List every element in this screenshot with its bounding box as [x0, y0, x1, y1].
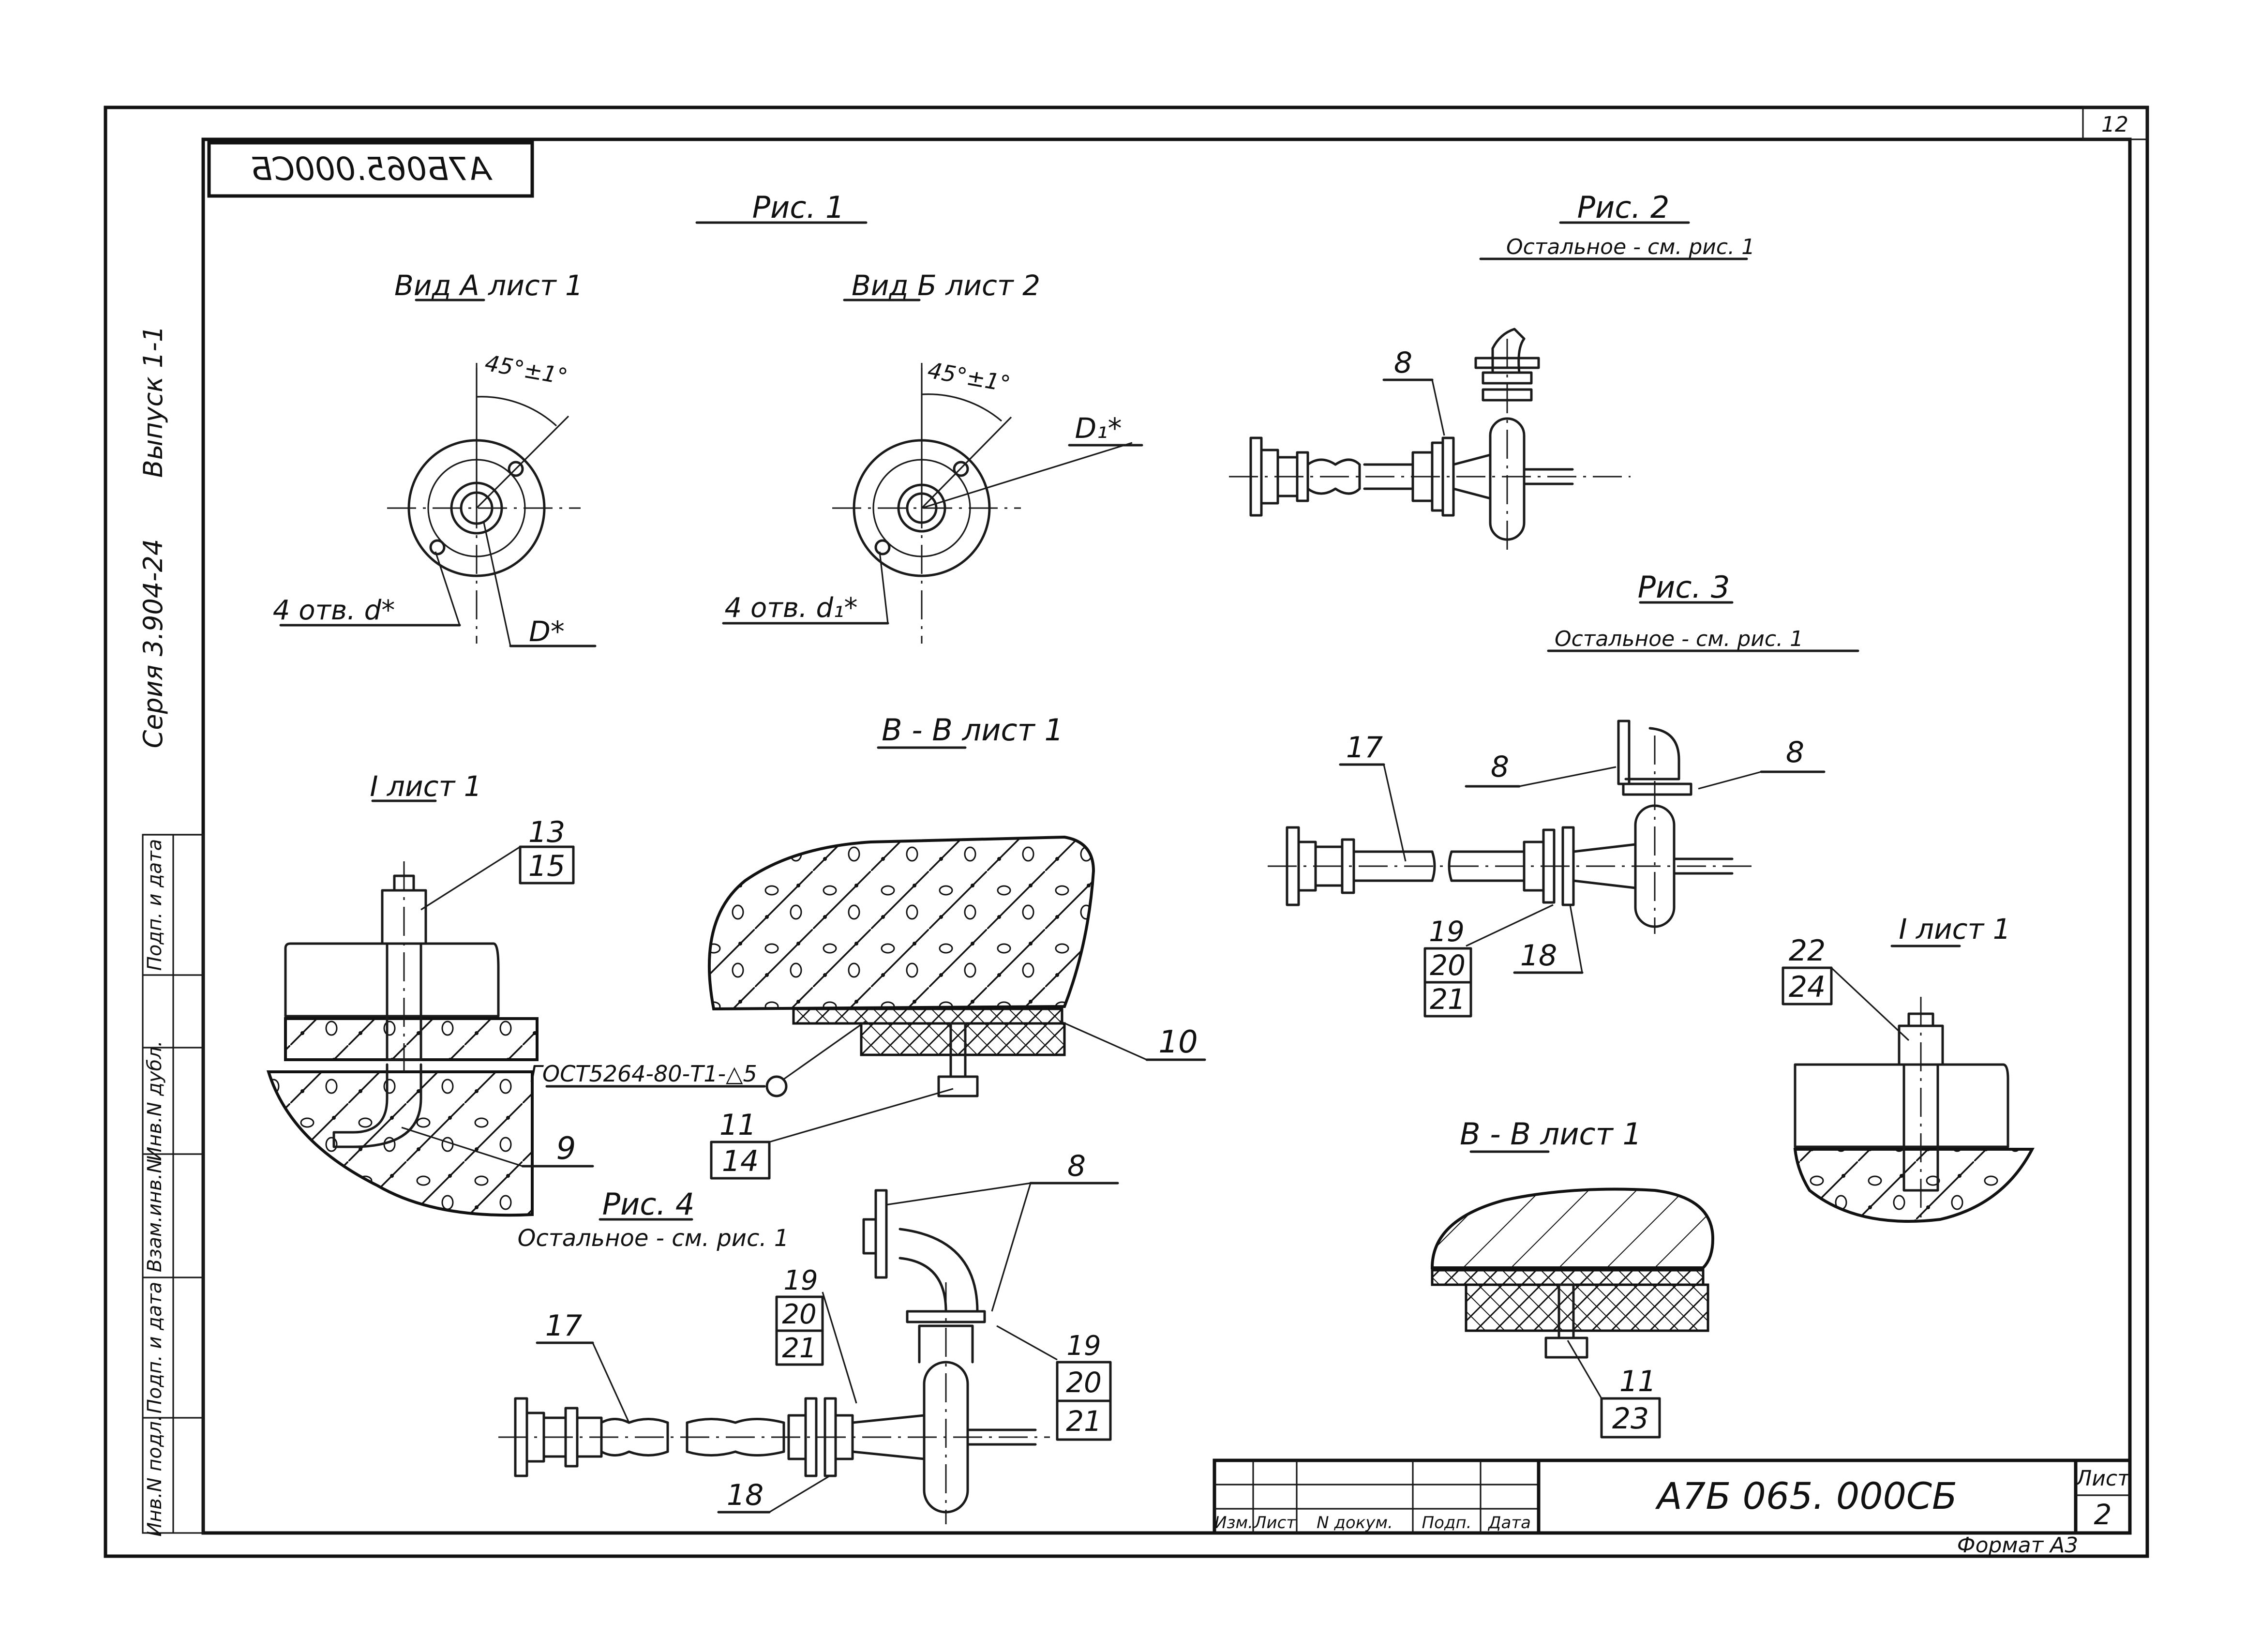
fig4-note: Остальное - см. рис. 1 [518, 1225, 789, 1252]
section-bb2-num-23: 23 [1612, 1402, 1649, 1436]
tb-sheet-number: 2 [2094, 1498, 2112, 1531]
section-bb2-drawing [1430, 1187, 1715, 1359]
section-bb2-title: В - В лист 1 [1460, 1116, 1642, 1152]
fig2-note: Остальное - см. рис. 1 [1506, 235, 1755, 259]
fig1-title: Рис. 1 [752, 190, 845, 225]
tb-document-code: А7Б 065. 000СБ [1655, 1474, 1957, 1517]
fig3-label-19: 19 [1429, 915, 1465, 948]
inner-frame [201, 137, 2132, 1535]
tb-header-izm: Изм. [1214, 1513, 1253, 1532]
side-strip-table [142, 834, 204, 1534]
detail2-num-24: 24 [1789, 970, 1826, 1004]
detail1-bolt-drawing [266, 861, 539, 1217]
fig3-pipe-assembly [1268, 720, 1752, 934]
strip-col-inv-dubl: Инв.N дубл. [144, 1040, 166, 1161]
fig3-label-21: 21 [1430, 983, 1466, 1016]
detail1-num-13: 13 [528, 815, 565, 849]
fig4-label-21-left: 21 [782, 1333, 816, 1364]
mirrored-stamp-code: А7Б065.000СБ [251, 150, 493, 188]
fig4-label-20-right: 20 [1066, 1366, 1102, 1399]
fig2-title: Рис. 2 [1577, 190, 1670, 225]
fig3-label-20: 20 [1430, 949, 1466, 982]
view-a-title: Вид А лист 1 [394, 269, 583, 302]
fig4-pipe-assembly [498, 1189, 1050, 1524]
view-a-holes: 4 отв. d* [273, 595, 395, 626]
section-bb1-num-10: 10 [1158, 1024, 1198, 1060]
fig4-box-21-right [1056, 1399, 1112, 1441]
view-b-holes: 4 отв. d₁* [725, 592, 858, 624]
fig3-label-8-left: 8 [1491, 750, 1509, 784]
detail2-box-24 [1782, 966, 1833, 1006]
section-bb1-title: В - В лист 1 [882, 712, 1063, 748]
section-bb1-box-14 [710, 1141, 771, 1180]
fig4-title: Рис. 4 [602, 1186, 695, 1222]
detail1-num-9: 9 [556, 1131, 576, 1167]
tb-format: Формат А3 [1957, 1533, 2079, 1558]
section-bb2-num-11: 11 [1619, 1365, 1656, 1398]
detail2-num-22: 22 [1789, 934, 1826, 968]
detail2-title: I лист 1 [1899, 913, 2010, 946]
section-bb1-drawing [707, 835, 1095, 1097]
release-label: Выпуск 1-1 [138, 326, 168, 478]
section-bb1-num-11: 11 [719, 1108, 756, 1142]
view-b-dia: D₁* [1075, 412, 1122, 445]
strip-col-podp-data-2: Подп. и дата [144, 839, 166, 971]
fig4-label-21-right: 21 [1066, 1405, 1102, 1438]
view-a-dia: D* [529, 615, 565, 648]
fig4-label-20-left: 20 [782, 1299, 816, 1330]
detail1-num-15: 15 [528, 849, 565, 883]
fig4-label-8: 8 [1067, 1149, 1086, 1183]
fig4-label-19-right: 19 [1066, 1330, 1101, 1362]
strip-col-podp-data-1: Подп. и дата [144, 1282, 166, 1413]
detail1-title: I лист 1 [370, 770, 481, 803]
tb-header-list: Лист [1253, 1513, 1296, 1532]
outer-frame [104, 105, 2149, 1558]
section-bb2-box-23 [1600, 1397, 1661, 1439]
tb-header-data: Дата [1487, 1513, 1531, 1532]
fig4-label-17: 17 [545, 1309, 582, 1343]
title-block [1213, 1458, 2132, 1535]
strip-col-vzam: Взам.инв.N [144, 1159, 166, 1272]
fig4-label-19-left: 19 [783, 1265, 818, 1296]
corner-number-box [2082, 106, 2148, 140]
view-b-flange [832, 363, 1133, 644]
view-b-title: Вид Б лист 2 [852, 269, 1040, 302]
detail1-box-15 [519, 845, 575, 885]
fig3-title: Рис. 3 [1638, 570, 1730, 605]
fig3-note: Остальное - см. рис. 1 [1555, 627, 1803, 651]
fig4-box-21-left [775, 1329, 824, 1366]
fig2-callout: 8 [1394, 346, 1412, 380]
strip-col-inv-podl: Инв.N подл. [144, 1415, 166, 1537]
fig3-box-21 [1423, 981, 1472, 1018]
tb-header-ndokum: N докум. [1317, 1513, 1393, 1532]
view-b-angle: 45°±1° [926, 357, 1012, 397]
section-bb1-weld-note: ГОСТ5264-80-Т1-△5 [530, 1061, 757, 1087]
corner-number: 12 [2101, 112, 2128, 137]
section-bb1-num-14: 14 [722, 1144, 759, 1178]
tb-sheet-label: Лист [2075, 1466, 2130, 1491]
fig3-label-17: 17 [1346, 731, 1383, 765]
view-a-angle: 45°±1° [483, 350, 569, 390]
fig2-pipe-assembly [1229, 328, 1631, 552]
fig3-label-18: 18 [1520, 939, 1557, 973]
mirrored-stamp-box [207, 141, 534, 198]
fig4-label-18: 18 [727, 1478, 764, 1512]
fig3-label-8-right: 8 [1786, 736, 1804, 769]
detail2-bolt-drawing [1793, 997, 2035, 1224]
tb-header-podp: Подп. [1422, 1513, 1472, 1532]
view-a-flange [387, 363, 581, 644]
series-label: Серия 3.904-24 [138, 539, 168, 749]
